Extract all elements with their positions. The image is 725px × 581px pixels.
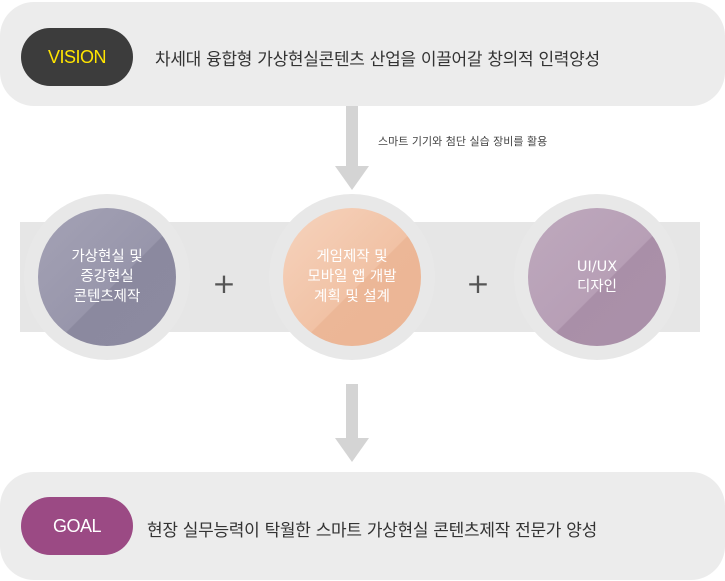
connector-top [346,106,358,168]
vision-badge: VISION [21,28,133,86]
component-disk: 게임제작 및 모바일 앱 개발 계획 및 설계 [283,208,421,346]
plus-icon: + [212,267,236,300]
goal-panel: GOAL 현장 실무능력이 탁월한 스마트 가상현실 콘텐츠제작 전문가 양성 [0,472,725,580]
arrow-down-icon [335,438,369,462]
vision-panel: VISION 차세대 융합형 가상현실콘텐츠 산업을 이끌어갈 창의적 인력양성 [0,2,725,106]
component-label: 게임제작 및 모바일 앱 개발 계획 및 설계 [307,249,397,305]
plus-icon: + [466,267,490,300]
goal-statement: 현장 실무능력이 탁월한 스마트 가상현실 콘텐츠제작 전문가 양성 [147,521,597,541]
component-circle-vr-ar: 가상현실 및 증강현실 콘텐츠제작 [24,194,190,360]
support-note: 스마트 기기와 첨단 실습 장비를 활용 [378,135,548,148]
component-circle-uiux: UI/UX 디자인 [514,194,680,360]
arrow-down-icon [335,166,369,190]
component-circle-game-app: 게임제작 및 모바일 앱 개발 계획 및 설계 [269,194,435,360]
component-label: 가상현실 및 증강현실 콘텐츠제작 [71,249,143,305]
connector-bottom [346,384,358,440]
goal-badge: GOAL [21,497,133,555]
component-disk: 가상현실 및 증강현실 콘텐츠제작 [38,208,176,346]
vision-statement: 차세대 융합형 가상현실콘텐츠 산업을 이끌어갈 창의적 인력양성 [155,50,600,70]
component-label: UI/UX 디자인 [576,259,618,295]
component-disk: UI/UX 디자인 [528,208,666,346]
